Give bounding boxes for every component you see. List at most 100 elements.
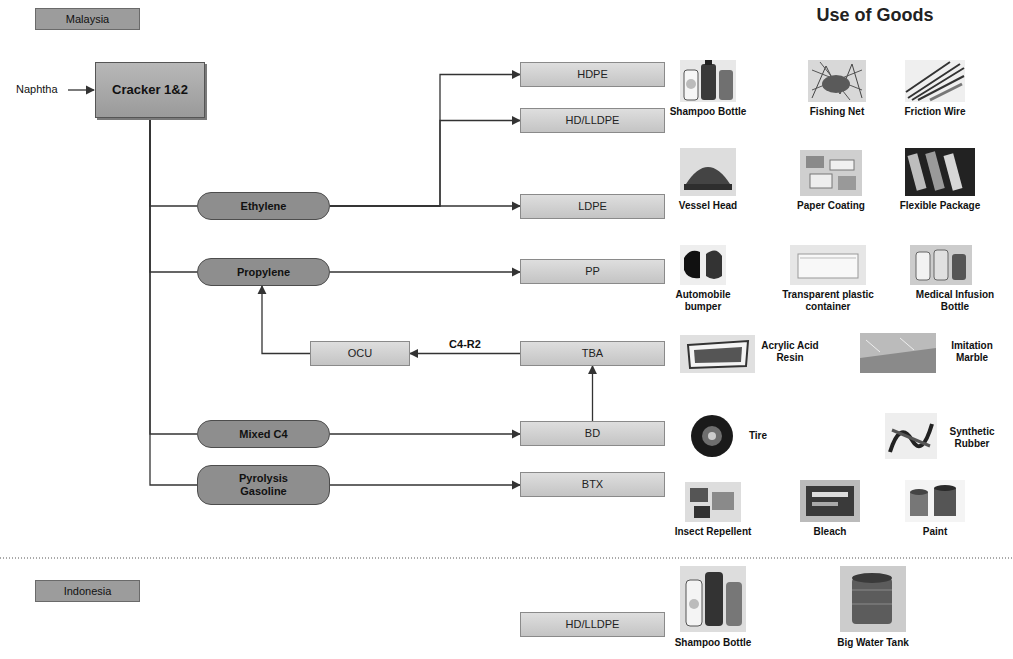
node-text-group: HD/LLDPE: [566, 114, 620, 127]
use-caption: Paint: [903, 526, 967, 538]
flow-connector: [330, 433, 520, 434]
stream-pill: Propylene: [197, 258, 330, 286]
use-caption: Fishing Net: [797, 106, 877, 118]
water-tank-picture: [840, 566, 906, 632]
node-text-group: Mixed C4: [239, 428, 287, 441]
use-caption: Acrylic Acid Resin: [759, 340, 821, 363]
stream-pill: Pyrolysis Gasoline: [197, 465, 330, 505]
node-text-group: TBA: [582, 347, 603, 360]
flow-connector: [330, 484, 520, 485]
product-box: HDPE: [520, 62, 665, 87]
infusion-bottle-picture: [910, 245, 972, 285]
vessel-head-picture: [680, 148, 736, 196]
flow-connector: [330, 75, 520, 207]
feed-arrow: [68, 89, 94, 90]
use-caption: Friction Wire: [893, 106, 977, 118]
node-text-group: OCU: [348, 347, 372, 360]
flow-connector: [410, 353, 520, 354]
product-box: HD/LLDPE: [520, 108, 665, 133]
process-box: OCU: [310, 341, 410, 366]
flow-connector: [150, 118, 197, 206]
use-caption: Shampoo Bottle: [663, 637, 763, 649]
imitation-marble-picture: [860, 333, 936, 373]
bleach-picture: [800, 480, 860, 522]
transparent-container-picture: [790, 245, 866, 285]
use-caption: Medical Infusion Bottle: [910, 289, 1000, 312]
node-text-group: Ethylene: [241, 200, 287, 213]
stream-pill: Mixed C4: [197, 420, 330, 448]
shampoo-bottle-picture: [680, 60, 736, 102]
node-text: HD/LLDPE: [566, 114, 620, 127]
cracker-box: Cracker 1&2: [95, 62, 205, 118]
flow-connector: [592, 366, 593, 421]
node-text: BTX: [582, 478, 603, 491]
region-tag: Indonesia: [35, 580, 140, 602]
product-box: TBA: [520, 341, 665, 366]
paper-coating-picture: [800, 150, 862, 196]
use-caption: Flexible Package: [890, 200, 990, 212]
flow-connector: [330, 121, 520, 207]
node-text-group: BD: [585, 427, 600, 440]
node-text-group: HD/LLDPE: [566, 618, 620, 631]
node-text: HD/LLDPE: [566, 618, 620, 631]
node-text-group: Propylene: [237, 266, 290, 279]
flow-connector: [262, 286, 310, 354]
flow-connector: [150, 118, 197, 434]
shampoo-bottle-picture: [680, 566, 746, 632]
use-caption: Transparent plastic container: [781, 289, 875, 312]
automobile-bumper-picture: [680, 245, 726, 285]
use-caption: Paper Coating: [789, 200, 873, 212]
node-text-group: BTX: [582, 478, 603, 491]
product-box: BTX: [520, 472, 665, 497]
use-caption: Synthetic Rubber: [941, 426, 1003, 449]
node-text: Propylene: [237, 266, 290, 279]
use-caption: Insect Repellent: [663, 526, 763, 538]
node-text-group: Indonesia: [64, 585, 112, 598]
node-text: Mixed C4: [239, 428, 287, 441]
flow-connector: [330, 271, 520, 272]
flow-connector: [150, 118, 197, 272]
product-box: LDPE: [520, 194, 665, 219]
fishing-net-picture: [808, 60, 866, 102]
acrylic-resin-picture: [680, 335, 755, 373]
product-box: BD: [520, 421, 665, 446]
use-caption: Tire: [740, 430, 776, 442]
node-text-group: Pyrolysis Gasoline: [224, 472, 304, 497]
product-box: HD/LLDPE: [520, 612, 665, 637]
node-text: Malaysia: [66, 13, 109, 26]
node-text: Ethylene: [241, 200, 287, 213]
node-text: Pyrolysis Gasoline: [224, 472, 304, 497]
node-text: PP: [585, 265, 600, 278]
region-tag: Malaysia: [35, 8, 140, 30]
node-text: TBA: [582, 347, 603, 360]
node-text: OCU: [348, 347, 372, 360]
use-caption: Vessel Head: [666, 200, 750, 212]
flexible-package-picture: [905, 148, 975, 196]
flow-connector: [330, 205, 520, 206]
node-text: BD: [585, 427, 600, 440]
node-text-group: Cracker 1&2: [112, 83, 188, 98]
node-text-group: HDPE: [577, 68, 608, 81]
region-separator: [0, 558, 1013, 559]
use-caption: Big Water Tank: [823, 637, 923, 649]
column-heading: Use of Goods: [785, 5, 965, 26]
node-text: LDPE: [578, 200, 607, 213]
tire-picture: [691, 415, 733, 457]
stream-label: C4-R2: [447, 338, 483, 350]
use-caption: Bleach: [798, 526, 862, 538]
node-text: Cracker 1&2: [112, 83, 188, 98]
flow-connector: [150, 118, 197, 485]
insect-repellent-picture: [685, 482, 741, 522]
synthetic-rubber-picture: [885, 413, 937, 459]
friction-wire-picture: [905, 60, 965, 102]
node-text-group: LDPE: [578, 200, 607, 213]
use-caption: Shampoo Bottle: [666, 106, 750, 118]
paint-can-picture: [905, 480, 965, 522]
use-caption: Automobile bumper: [668, 289, 738, 312]
feed-label: Naphtha: [16, 83, 68, 96]
node-text-group: PP: [585, 265, 600, 278]
node-text: Indonesia: [64, 585, 112, 598]
product-box: PP: [520, 259, 665, 284]
node-text-group: Malaysia: [66, 13, 109, 26]
